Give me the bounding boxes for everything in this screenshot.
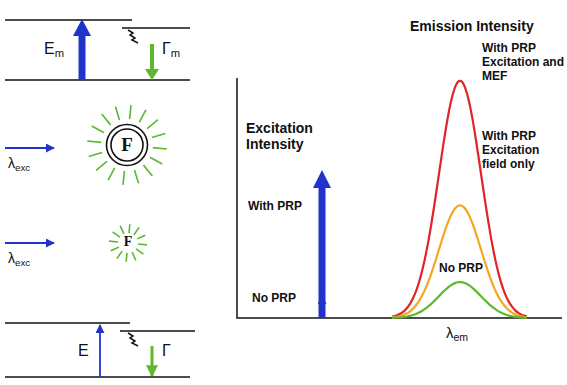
axis-label: λem: [446, 324, 468, 343]
symbol: λ: [8, 155, 15, 171]
ray: [128, 224, 130, 233]
ray: [152, 133, 165, 137]
energy-level: [5, 322, 130, 324]
bar-label: With PRP: [248, 200, 302, 214]
energy-level: [120, 330, 195, 332]
ray: [87, 141, 101, 142]
ray: [153, 148, 167, 149]
relaxation-squiggle: [128, 30, 138, 43]
excitation-bar-arrow: [321, 296, 323, 318]
fluorophore-label: F: [120, 234, 136, 250]
inner-circle: [111, 129, 143, 161]
axis-title: Emission Intensity: [410, 18, 534, 34]
ray: [125, 253, 127, 262]
wavelength-label: λexc: [8, 250, 30, 268]
ray: [147, 120, 158, 129]
emission-arrow: [151, 346, 154, 376]
subscript: m: [171, 47, 180, 59]
subscript: m: [55, 47, 64, 59]
bar-label: No PRP: [252, 292, 296, 306]
fluorophore-circle: F: [105, 123, 149, 167]
ray: [113, 232, 120, 237]
ray: [102, 114, 111, 125]
ray: [92, 126, 104, 133]
ray: [135, 170, 139, 183]
ray: [150, 157, 162, 164]
ground-level: [5, 376, 190, 378]
ray: [134, 228, 139, 235]
light-arrow: [5, 242, 54, 244]
ray: [132, 252, 136, 260]
symbol: E: [44, 40, 55, 57]
arrow-head: [145, 69, 159, 80]
ray: [143, 165, 152, 176]
symbol: Γ: [162, 40, 171, 57]
emission-curve: [392, 205, 527, 317]
curve-label: With PRP Excitation and MEF: [482, 42, 564, 83]
energy-level: [122, 27, 190, 29]
ray: [111, 247, 119, 251]
energy-label: E: [78, 342, 89, 360]
arrow-head: [73, 19, 91, 36]
decay-rate-label: Γm: [162, 40, 180, 60]
chart-axes: [237, 78, 562, 318]
arrow-head: [313, 170, 331, 188]
ray: [139, 110, 146, 122]
excitation-bar-arrow: [319, 185, 326, 318]
symbol: λ: [446, 324, 454, 341]
ray: [108, 168, 115, 180]
symbol: λ: [8, 250, 15, 266]
ray: [138, 243, 147, 245]
ray: [109, 240, 118, 242]
subscript: exc: [15, 257, 30, 268]
outer-circle: [107, 125, 148, 166]
ray: [130, 105, 131, 119]
decay-rate-label: Γ: [162, 342, 171, 360]
subscript: exc: [15, 162, 30, 173]
ray: [137, 235, 145, 239]
ray: [115, 107, 119, 120]
relaxation-squiggle: [128, 333, 138, 346]
emission-rays: [87, 105, 167, 262]
ray: [136, 249, 143, 254]
energy-level: [5, 19, 132, 21]
light-arrow: [5, 147, 54, 149]
ground-level: [5, 79, 190, 81]
curve-label: With PRP Excitation field only: [482, 130, 564, 171]
ray: [120, 226, 124, 234]
curve-label: No PRP: [436, 262, 486, 276]
fluorophore-label: F: [105, 123, 149, 167]
subscript: em: [454, 331, 469, 343]
axis-title: Excitation Intensity: [246, 120, 356, 152]
ray: [96, 161, 107, 170]
emission-curves: [392, 81, 527, 318]
ray: [117, 251, 122, 258]
emission-curve: [392, 282, 527, 318]
ray: [89, 153, 102, 157]
emission-arrow: [150, 44, 154, 70]
excitation-arrow: [99, 325, 101, 377]
ray: [123, 171, 124, 185]
wavelength-label: λexc: [8, 155, 30, 173]
excitation-arrow: [79, 34, 86, 80]
energy-label: Em: [44, 40, 64, 60]
